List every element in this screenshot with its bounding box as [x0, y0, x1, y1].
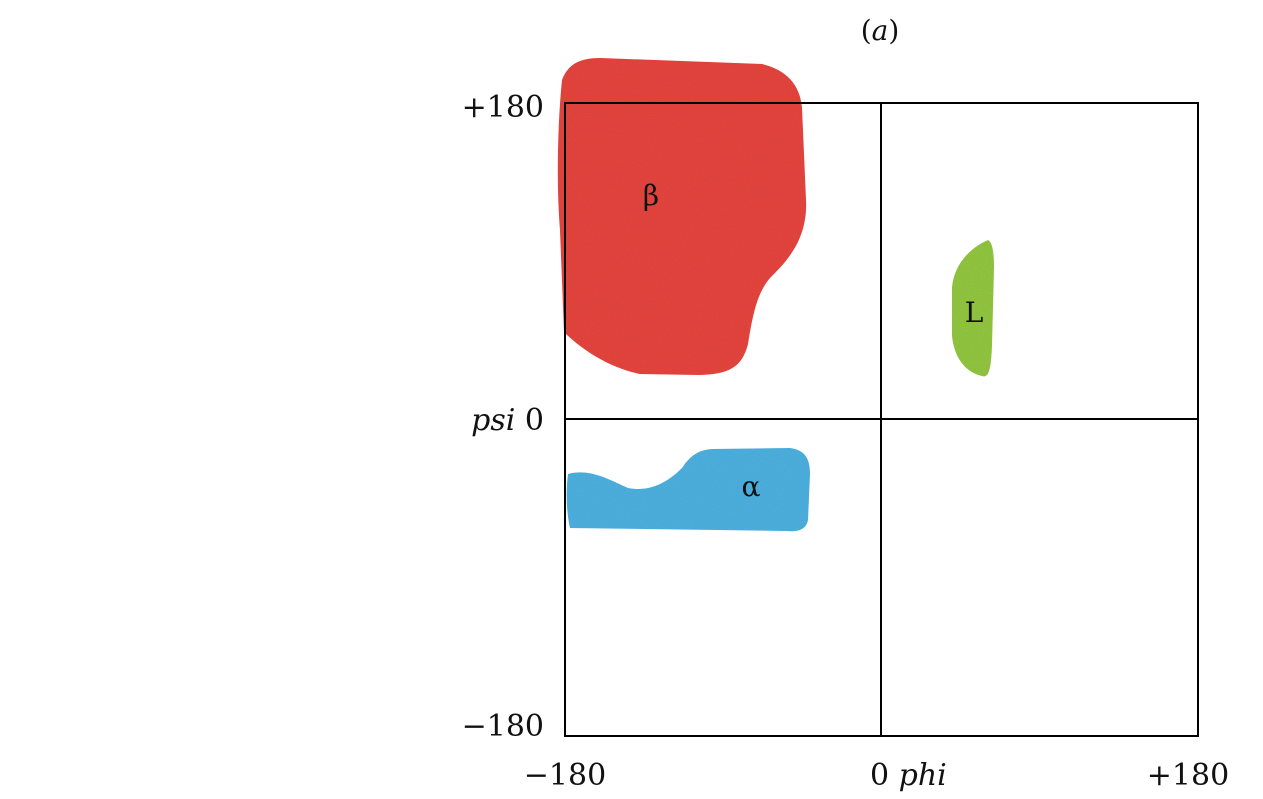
panel-label-open: (	[861, 14, 872, 47]
panel-label-letter: a	[872, 14, 889, 47]
beta-label: β	[643, 179, 659, 212]
l-label: L	[965, 296, 984, 329]
y-tick-min: −180	[462, 709, 544, 744]
x-tick-mid: 0	[870, 758, 889, 793]
x-tick-min: −180	[524, 758, 606, 793]
y-tick-mid: 0	[525, 403, 544, 438]
x-axis-label: 0 phi	[870, 758, 947, 793]
alpha-region	[566, 448, 810, 532]
left-handed-region	[952, 240, 994, 377]
y-tick-max: +180	[462, 90, 544, 125]
alpha-label: α	[742, 470, 761, 503]
beta-region	[557, 58, 807, 375]
y-axis-name: psi	[471, 403, 515, 438]
x-axis-name: phi	[899, 758, 947, 793]
x-tick-max: +180	[1147, 758, 1229, 793]
panel-label-close: )	[888, 14, 899, 47]
y-axis-label: psi 0	[471, 403, 544, 438]
panel-label: (a)	[861, 14, 900, 47]
